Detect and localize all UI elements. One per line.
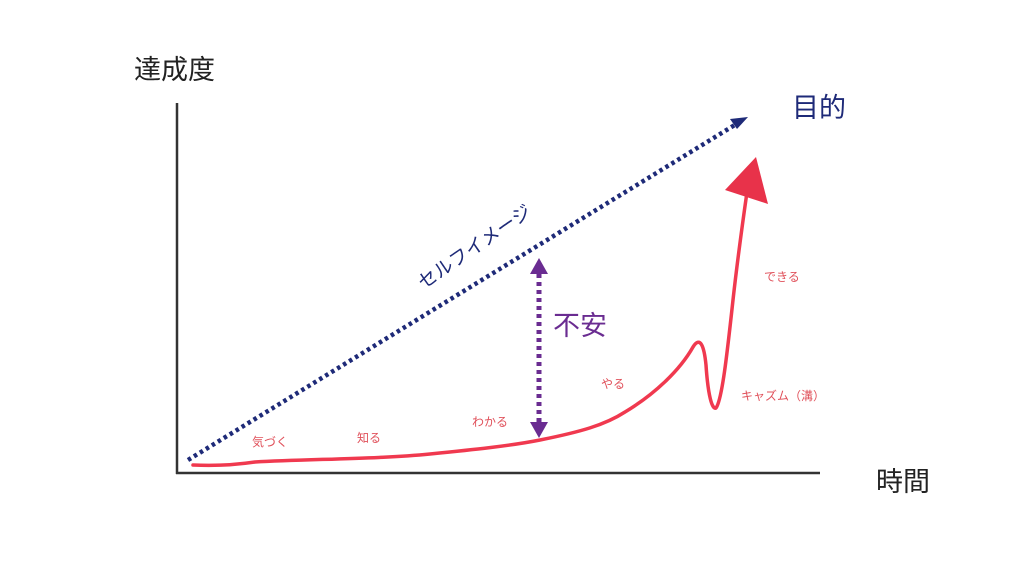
anxiety-label: 不安 — [553, 311, 607, 342]
anxiety-arrowhead-bottom — [530, 422, 548, 438]
growth-arrowhead — [725, 157, 768, 204]
stage-label-chasm: キャズム（溝） — [741, 389, 826, 403]
self-image-dotted-line — [186, 121, 740, 462]
stage-label-know: 知る — [357, 431, 382, 445]
stage-label-do: やる — [601, 377, 626, 391]
x-axis-label: 時間 — [876, 467, 930, 498]
stage-label-notice: 気づく — [252, 435, 289, 449]
self-image-arrowhead — [730, 117, 748, 129]
anxiety-arrowhead-top — [530, 258, 548, 274]
goal-label: 目的 — [792, 93, 846, 124]
stage-label-can: できる — [764, 270, 800, 284]
stage-label-understand: わかる — [472, 415, 509, 429]
y-axis-label: 達成度 — [134, 55, 215, 86]
growth-curve — [191, 190, 749, 468]
